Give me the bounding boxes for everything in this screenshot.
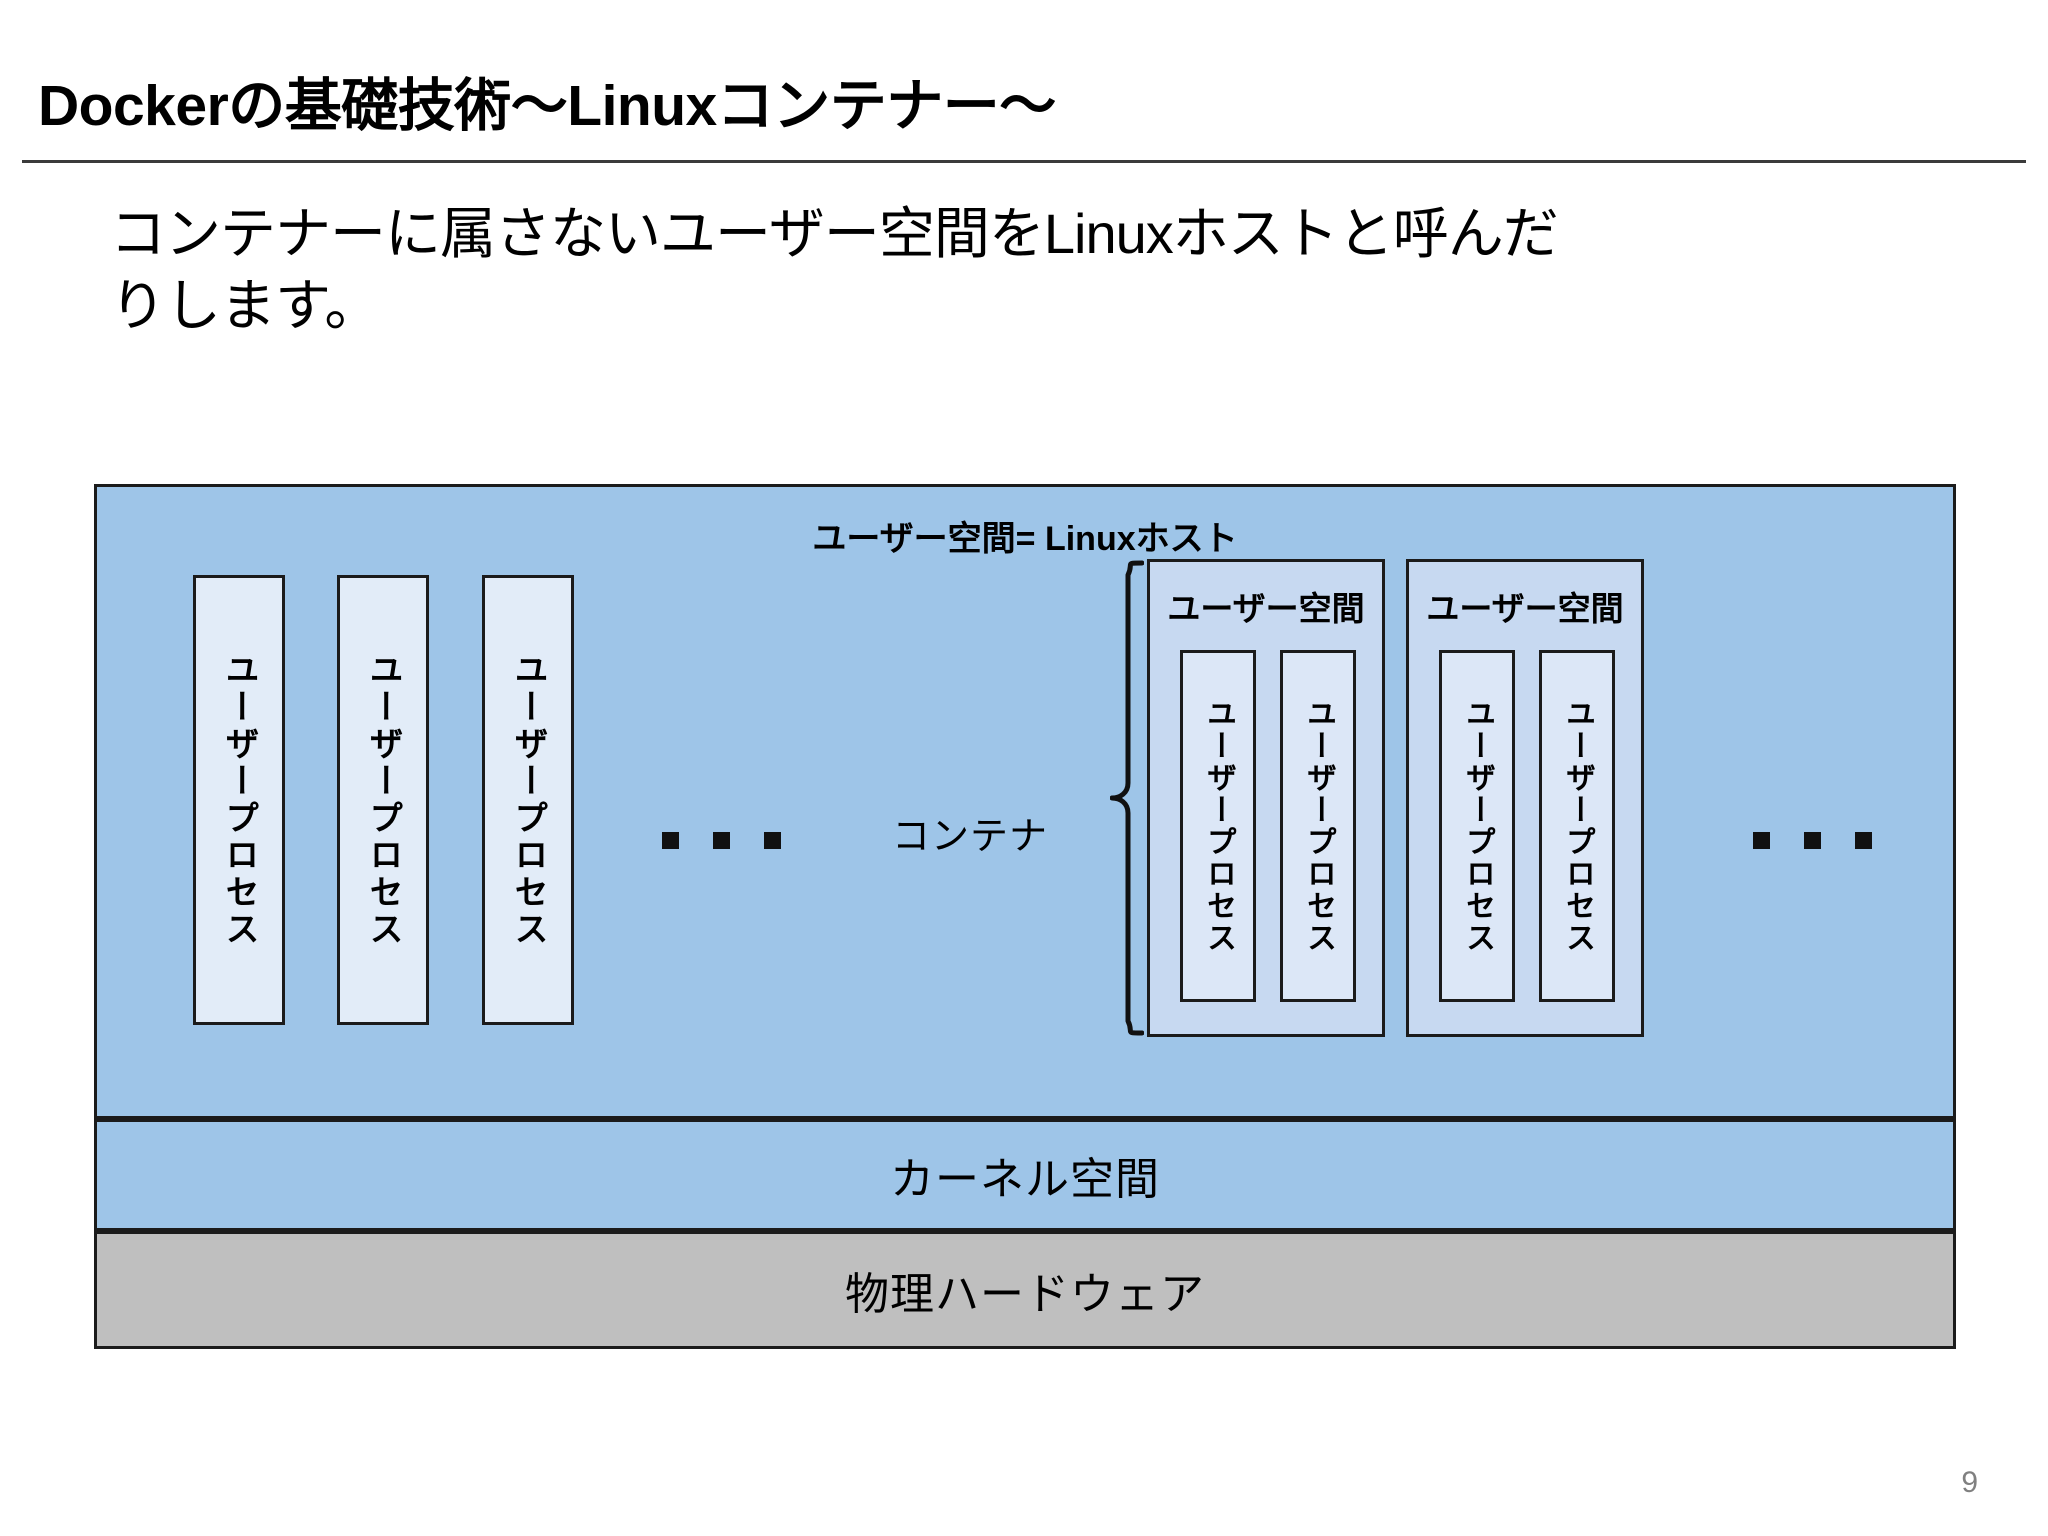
physical-hardware-label: 物理ハードウェア	[845, 1270, 1205, 1319]
container-2-process-label-1: ユーザープロセス	[1461, 698, 1494, 954]
userspace-host-layer: ユーザー空間= Linuxホスト ユーザープロセス ユーザープロセス ユーザープ…	[94, 484, 1956, 1119]
container-1-process-label-2: ユーザープロセス	[1302, 698, 1335, 954]
ellipsis-dot	[1804, 832, 1821, 849]
container-1-process-box-2: ユーザープロセス	[1280, 650, 1356, 1002]
userspace-host-caption: ユーザー空間= Linuxホスト	[812, 520, 1238, 558]
container-caption-2: ユーザー空間	[1426, 590, 1624, 627]
host-process-ellipsis	[662, 832, 781, 849]
host-process-label-3: ユーザープロセス	[509, 652, 547, 948]
ellipsis-dot	[713, 832, 730, 849]
body-line-1: コンテナーに属さないユーザー空間をLinuxホストと呼んだ	[110, 202, 1559, 265]
host-process-box-2: ユーザープロセス	[337, 575, 429, 1025]
ellipsis-dot	[1753, 832, 1770, 849]
host-process-box-1: ユーザープロセス	[193, 575, 285, 1025]
page-number: 9	[1961, 1466, 1978, 1499]
container-2-process-label-2: ユーザープロセス	[1561, 698, 1594, 954]
container-box-1: ユーザー空間 ユーザープロセス ユーザープロセス	[1147, 559, 1385, 1037]
kernel-space-layer: カーネル空間	[94, 1119, 1956, 1231]
ellipsis-dot	[764, 832, 781, 849]
container-bracket-label: コンテナ	[892, 816, 1049, 858]
linux-container-architecture-diagram: ユーザー空間= Linuxホスト ユーザープロセス ユーザープロセス ユーザープ…	[94, 484, 1958, 1352]
host-process-box-3: ユーザープロセス	[482, 575, 574, 1025]
body-line-2: りします。	[110, 273, 380, 337]
page-title: Dockerの基礎技術～Linuxコンテナー～	[38, 74, 1056, 139]
container-box-2: ユーザー空間 ユーザープロセス ユーザープロセス	[1406, 559, 1644, 1037]
body-paragraph: コンテナーに属さないユーザー空間をLinuxホストと呼んだ りします。	[110, 198, 1970, 341]
container-caption-1: ユーザー空間	[1167, 590, 1365, 627]
kernel-space-label: カーネル空間	[890, 1155, 1160, 1204]
ellipsis-dot	[1855, 832, 1872, 849]
container-1-process-box-1: ユーザープロセス	[1180, 650, 1256, 1002]
host-process-label-2: ユーザープロセス	[364, 652, 402, 948]
curly-brace-icon	[1109, 559, 1145, 1037]
host-process-label-1: ユーザープロセス	[220, 652, 258, 948]
ellipsis-dot	[662, 832, 679, 849]
title-divider	[22, 160, 2026, 163]
physical-hardware-layer: 物理ハードウェア	[94, 1231, 1956, 1349]
container-2-process-box-1: ユーザープロセス	[1439, 650, 1515, 1002]
container-ellipsis	[1753, 832, 1872, 849]
container-2-process-box-2: ユーザープロセス	[1539, 650, 1615, 1002]
container-1-process-label-1: ユーザープロセス	[1202, 698, 1235, 954]
